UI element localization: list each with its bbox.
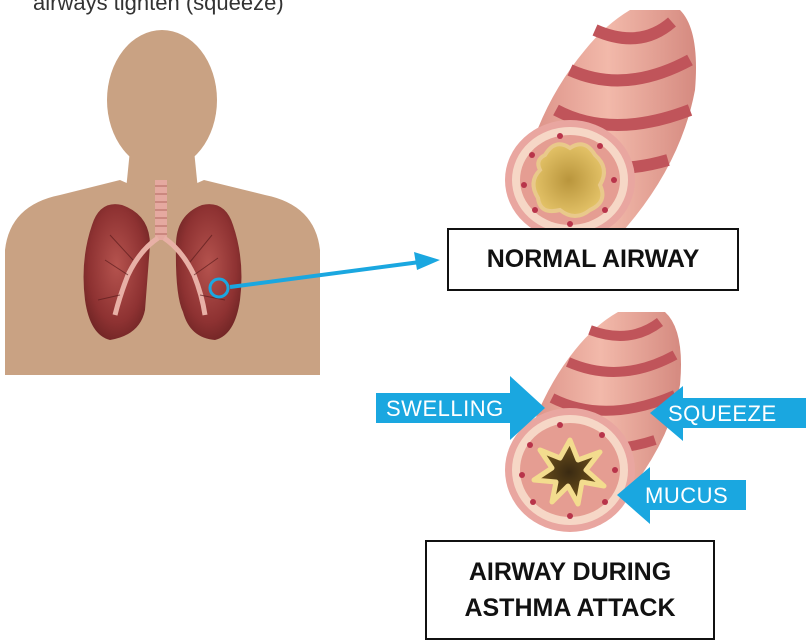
squeeze-label: SQUEEZE (668, 402, 777, 426)
normal-airway-label: NORMAL AIRWAY (447, 228, 739, 291)
mucus-label: MUCUS (645, 484, 728, 508)
normal-airway-text: NORMAL AIRWAY (487, 245, 700, 274)
swelling-label: SWELLING (386, 397, 504, 421)
asthma-airway-label: AIRWAY DURING ASTHMA ATTACK (425, 540, 715, 640)
normal-airway-illustration (505, 10, 696, 240)
asthma-airway-text-line2: ASTHMA ATTACK (464, 590, 675, 626)
asthma-airway-text-line1: AIRWAY DURING (469, 554, 671, 590)
